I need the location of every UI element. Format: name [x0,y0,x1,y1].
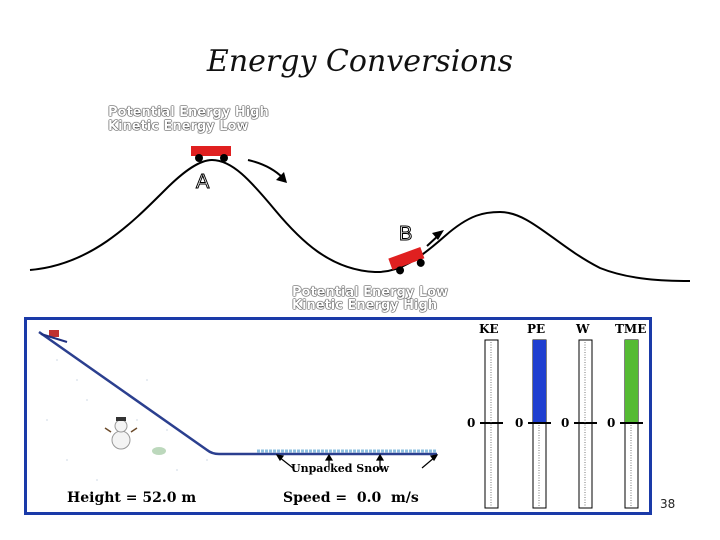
bush-icon [152,447,166,455]
arrow-b-icon [426,230,444,247]
unpacked-snow-label: Unpacked Snow [291,462,389,475]
annotation-b-line1: Potential Energy Low [292,285,449,300]
annotation-a: Potential Energy High Kinetic Energy Low [108,106,269,134]
bar-label-ke: KE [479,322,499,336]
bar-zero-w: 0 [561,416,570,430]
bar-label-pe: PE [527,322,546,336]
annotation-a-line2: Kinetic Energy Low [108,119,249,134]
skier-icon [40,330,68,343]
bar-zero-ke: 0 [467,416,476,430]
bar-pe [532,339,547,509]
hill-diagram: A B [29,146,691,282]
snow-arrows-icon [275,453,439,470]
snow-texture [46,359,208,481]
ski-simulation-panel: KE PE W TME 0 0 0 0 Unpacked Snow Height… [24,317,652,515]
annotation-b-line2: Kinetic Energy High [292,298,438,313]
bar-label-w: W [576,322,590,336]
point-a-label: A [196,171,210,193]
cart-b [388,247,425,275]
page-number: 38 [660,497,676,511]
bar-tme-fill [625,340,638,423]
hill-curve [29,158,691,282]
bar-zero-tme: 0 [607,416,616,430]
height-readout: Height = 52.0 m [67,490,197,506]
bar-ticks [490,342,632,506]
energy-bars [480,339,643,509]
annotation-b: Potential Energy Low Kinetic Energy High [292,286,448,312]
cart-a [191,146,231,162]
bar-pe-fill [533,340,546,423]
point-b-label: B [399,223,412,245]
bar-zero-pe: 0 [515,416,524,430]
arrow-a-icon [247,159,287,183]
ski-slope [38,330,437,456]
speed-readout: Speed = 0.0 m/s [283,490,419,506]
annotation-a-line1: Potential Energy High [108,105,269,120]
snowman-icon [104,417,138,450]
bar-label-tme: TME [615,322,647,336]
slide-title: Energy Conversions [206,44,514,79]
simulation-scene [38,330,643,509]
